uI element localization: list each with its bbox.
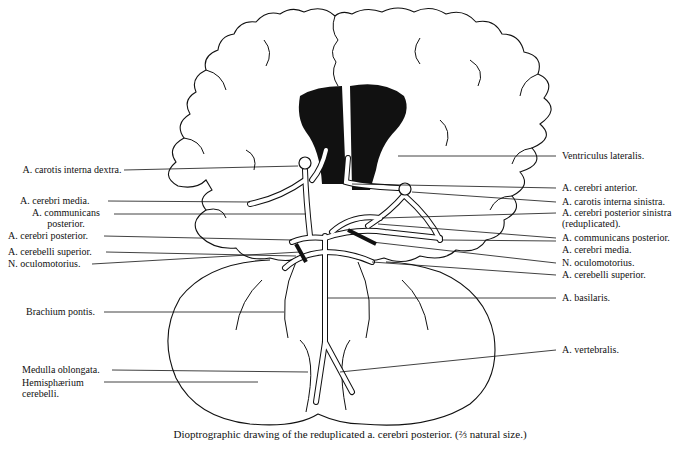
pons-lines [236,262,428,412]
part-label: A. cerebri anterior. [562,182,638,193]
cerebrum-outline [168,8,551,262]
gyri-lines [184,16,538,218]
lateral-ventricle [299,86,346,184]
part-label: Medulla oblongata. [22,364,100,375]
part-label: N. oculomotorius. [8,258,81,269]
part-label: Ventriculus lateralis. [562,150,644,161]
part-label: A. cerebri media. [562,244,631,255]
part-label: A. cerebri posterior sinistra (reduplica… [562,207,680,229]
oculomotor-nerve [296,244,306,262]
artery-outline [250,150,440,402]
part-label: A. cerebelli superior. [562,269,646,280]
part-label: A. cerebelli superior. [8,246,92,257]
part-label: A. vertebralis. [562,344,619,355]
oculomotor-nerve [348,230,376,244]
part-label: Brachium pontis. [26,306,95,317]
part-label: A. communicans posterior. [562,232,670,243]
part-label: A. cerebri media. [20,195,89,206]
carotid-section [299,157,311,169]
part-label: N. oculomotorius. [562,257,635,268]
part-label: A. carotis interna sinistra. [562,196,665,207]
figure-caption: Dioptrographic drawing of the reduplicat… [0,428,700,441]
part-label: A. cerebri posterior. [8,230,88,241]
cerebellum-outline [168,260,495,425]
part-label: A. basilaris. [562,292,610,303]
artery-fill [250,150,440,402]
lateral-ventricle [350,84,407,190]
part-label: A. communicans posterior. [20,207,112,229]
part-label: A. carotis interna dextra. [20,164,124,175]
leader-line [92,156,556,382]
part-label: Hemisphærium cerebelli. [22,377,102,399]
